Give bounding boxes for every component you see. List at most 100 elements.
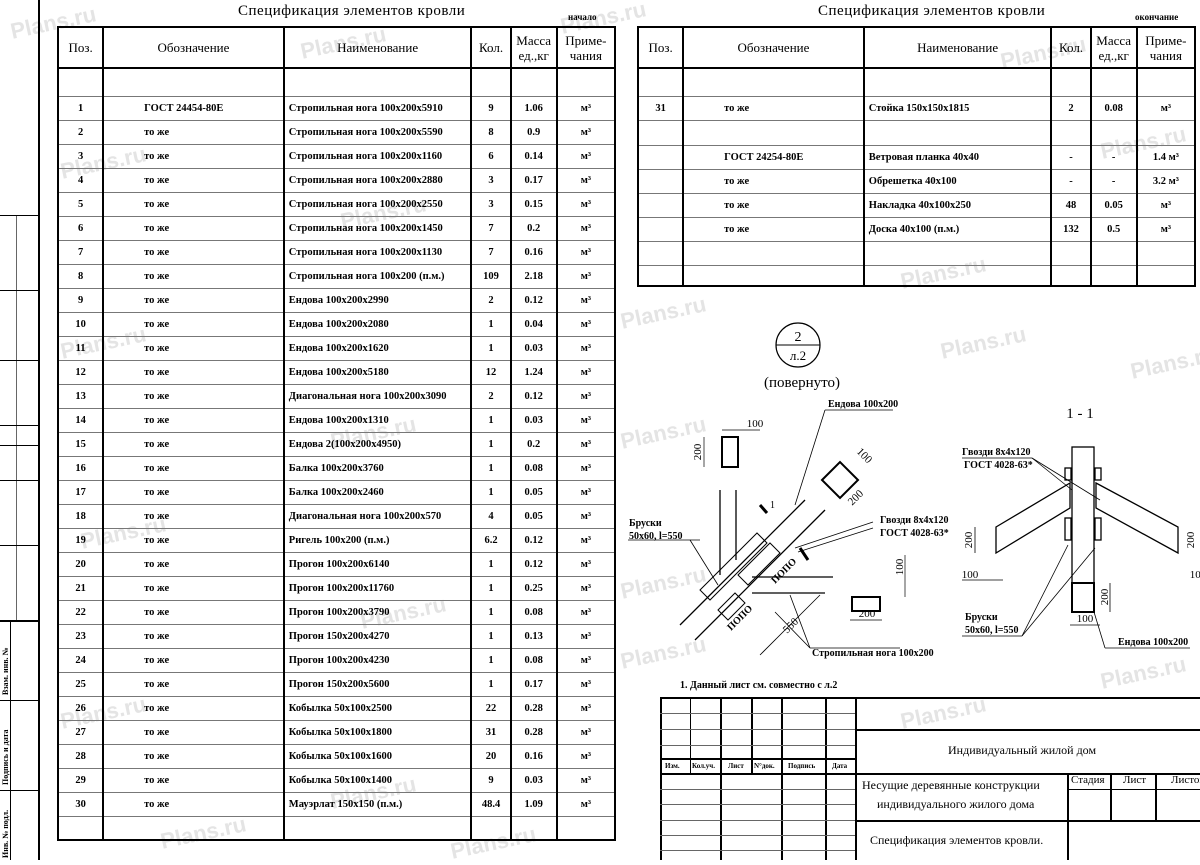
header-qty: Кол.	[1050, 26, 1092, 69]
cell-mass: 2.18	[509, 263, 558, 289]
empty-cell	[1050, 119, 1092, 146]
section-label: 1 - 1	[1066, 406, 1094, 422]
cell-qty: 9	[470, 767, 512, 793]
cell-qty: 48	[1050, 192, 1092, 218]
cell-note: м³	[555, 719, 617, 745]
section-members	[962, 446, 1190, 649]
right-spec-title: Спецификация элементов кровли	[818, 3, 1046, 19]
col-izm: Изм.	[665, 762, 680, 770]
cell-name: Обрешетка 40х100	[862, 168, 1053, 194]
cell-name: Прогон 150х200х4270	[282, 623, 473, 649]
cell-qty: 4	[470, 503, 512, 529]
cell-pos: 25	[56, 671, 105, 697]
cell-name: Ригель 100х200 (п.м.)	[282, 527, 473, 553]
section-dim-200-right: 200	[1185, 531, 1197, 548]
stage-label: Стадия	[1071, 774, 1105, 786]
cell-pos: 18	[56, 503, 105, 529]
dim-200-bottom: 200	[859, 608, 876, 620]
cut-mark: 1	[770, 500, 775, 511]
cell-pos: 27	[56, 719, 105, 745]
cell-qty: 1	[470, 575, 512, 601]
cell-oboz: то же	[102, 743, 285, 769]
strip-sep	[0, 445, 38, 446]
empty-cell	[555, 67, 617, 97]
cell-pos	[636, 216, 685, 242]
cell-pos: 3	[56, 143, 105, 169]
cell-note: м³	[555, 647, 617, 673]
cell-mass: 0.25	[509, 575, 558, 601]
project-name: Индивидуальный жилой дом	[948, 743, 1097, 757]
cell-note: м³	[555, 479, 617, 505]
strip-sep	[0, 290, 38, 291]
cell-name: Кобылка 50х100х1600	[282, 743, 473, 769]
cell-note: м³	[555, 95, 617, 121]
label-gvozdi: Гвозди 8х4х120	[880, 515, 948, 526]
cell-note: м³	[555, 695, 617, 721]
section-gvozdi: Гвозди 8х4х120	[962, 447, 1030, 458]
cell-pos: 23	[56, 623, 105, 649]
cell-mass: 0.05	[509, 503, 558, 529]
header-name: Наименование	[282, 26, 473, 69]
cell-oboz: то же	[102, 647, 285, 673]
strip-sep	[0, 790, 38, 791]
cell-qty: 3	[470, 191, 512, 217]
cell-name: Прогон 150х200х5600	[282, 671, 473, 697]
cell-qty: 1	[470, 479, 512, 505]
empty-cell	[1089, 264, 1138, 287]
empty-row	[56, 815, 617, 841]
dim-100-top: 100	[747, 418, 764, 430]
cell-pos: 1	[56, 95, 105, 121]
cell-oboz: то же	[102, 263, 285, 289]
label-stropilnaya: Стропильная нога 100х200	[812, 648, 934, 659]
rotated-label: (повернуто)	[764, 375, 840, 391]
object-line1: Несущие деревянные конструкции	[862, 778, 1040, 792]
header-pos: Поз.	[636, 26, 685, 69]
empty-row	[636, 240, 1197, 266]
section-endova: Ендова 100х200	[1118, 637, 1188, 648]
empty-cell	[56, 815, 105, 841]
strip-sep	[0, 480, 38, 481]
strip-sep	[0, 425, 38, 426]
cell-pos: 11	[56, 335, 105, 361]
cell-mass: 0.08	[509, 455, 558, 481]
right-spec-tag: окончание	[1135, 12, 1179, 22]
cell-note: м³	[555, 407, 617, 433]
label-bruski-size: 50х60, l=550	[629, 531, 682, 542]
cell-oboz: то же	[102, 215, 285, 241]
cell-qty: 1	[470, 623, 512, 649]
cell-mass: 0.12	[509, 287, 558, 313]
left-spec-title: Спецификация элементов кровли	[238, 3, 466, 19]
cell-name: Прогон 100х200х6140	[282, 551, 473, 577]
cell-qty: 20	[470, 743, 512, 769]
cell-mass: 0.16	[509, 743, 558, 769]
cell-qty: 6	[470, 143, 512, 169]
cell-name: Стропильная нога 100х200х5590	[282, 119, 473, 145]
empty-cell	[862, 240, 1053, 266]
header-oboz: Обозначение	[682, 26, 865, 69]
cell-note: м³	[555, 551, 617, 577]
col-ndok: N°док.	[754, 762, 775, 770]
header-pos: Поз.	[56, 26, 105, 69]
empty-cell	[470, 815, 512, 841]
empty-cell	[862, 119, 1053, 146]
cell-mass: 0.5	[1089, 216, 1138, 242]
cell-mass: 0.2	[509, 431, 558, 457]
cell-mass: -	[1089, 144, 1138, 170]
label-gost: ГОСТ 4028-63*	[880, 528, 949, 539]
strip-sep	[0, 620, 38, 622]
left-spec-tag: начало	[568, 12, 597, 22]
cell-name: Балка 100х200х3760	[282, 455, 473, 481]
section-dim-100-left: 100	[962, 569, 979, 581]
drawing-note: 1. Данный лист см. совместно с л.2	[680, 680, 837, 691]
